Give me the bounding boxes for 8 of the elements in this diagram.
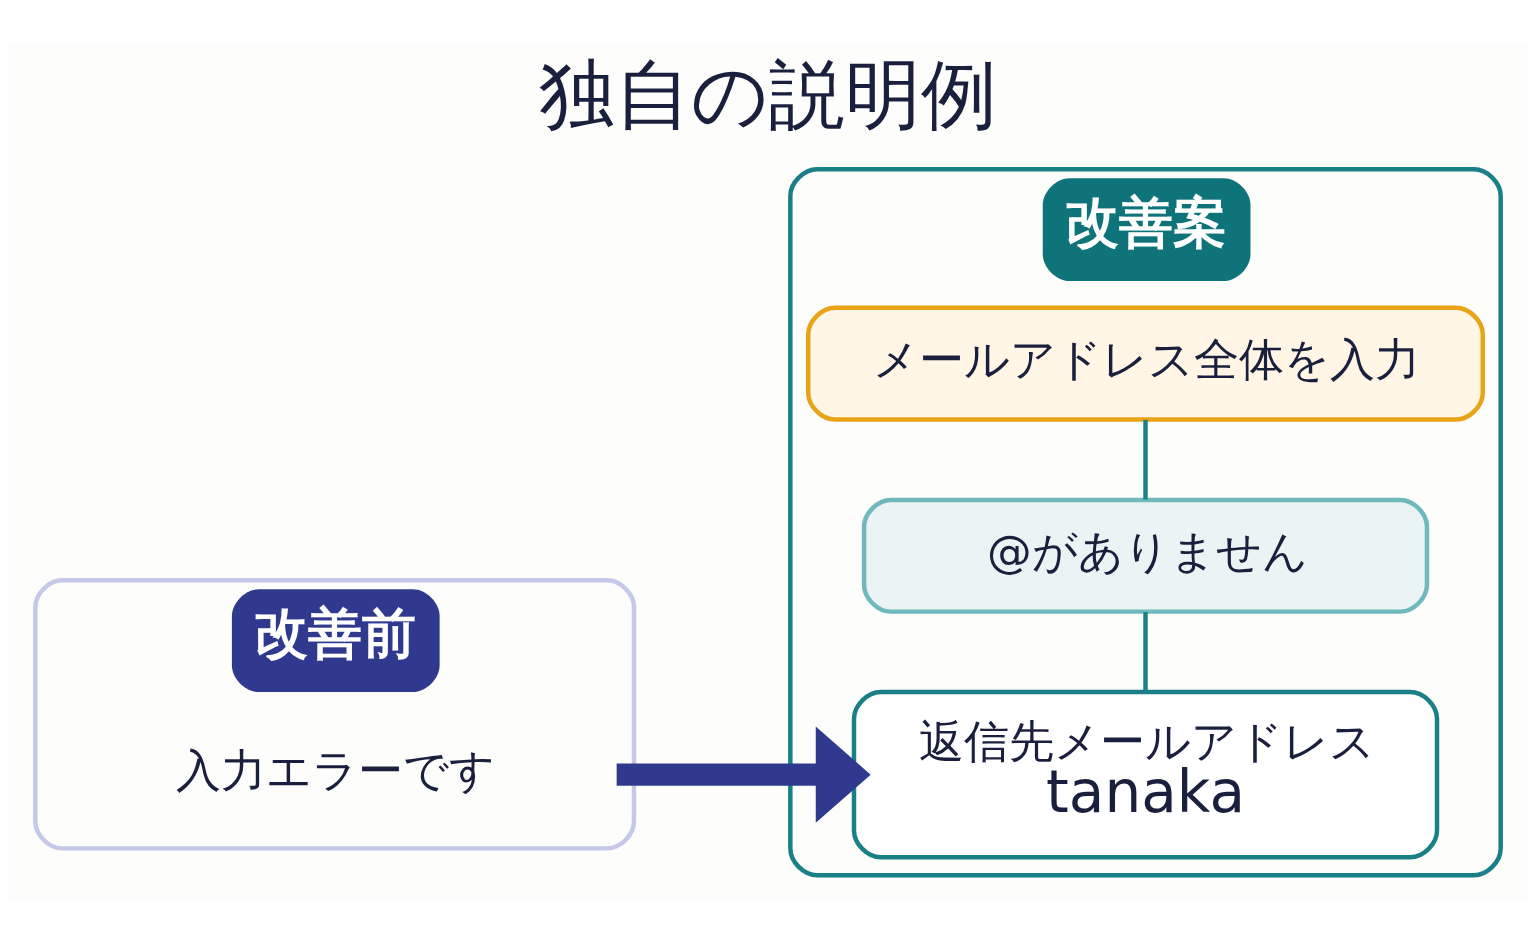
node-box: メールアドレス全体を入力 — [805, 305, 1486, 422]
arrow — [616, 726, 871, 823]
node-text: 入力エラーです — [176, 744, 496, 797]
connector — [1143, 419, 1148, 500]
diagram-title: 独自の説明例 — [539, 50, 997, 139]
node-box: 返信先メールアドレス tanaka — [851, 689, 1440, 860]
node-box: @がありません — [861, 497, 1430, 614]
connector — [1143, 612, 1148, 692]
